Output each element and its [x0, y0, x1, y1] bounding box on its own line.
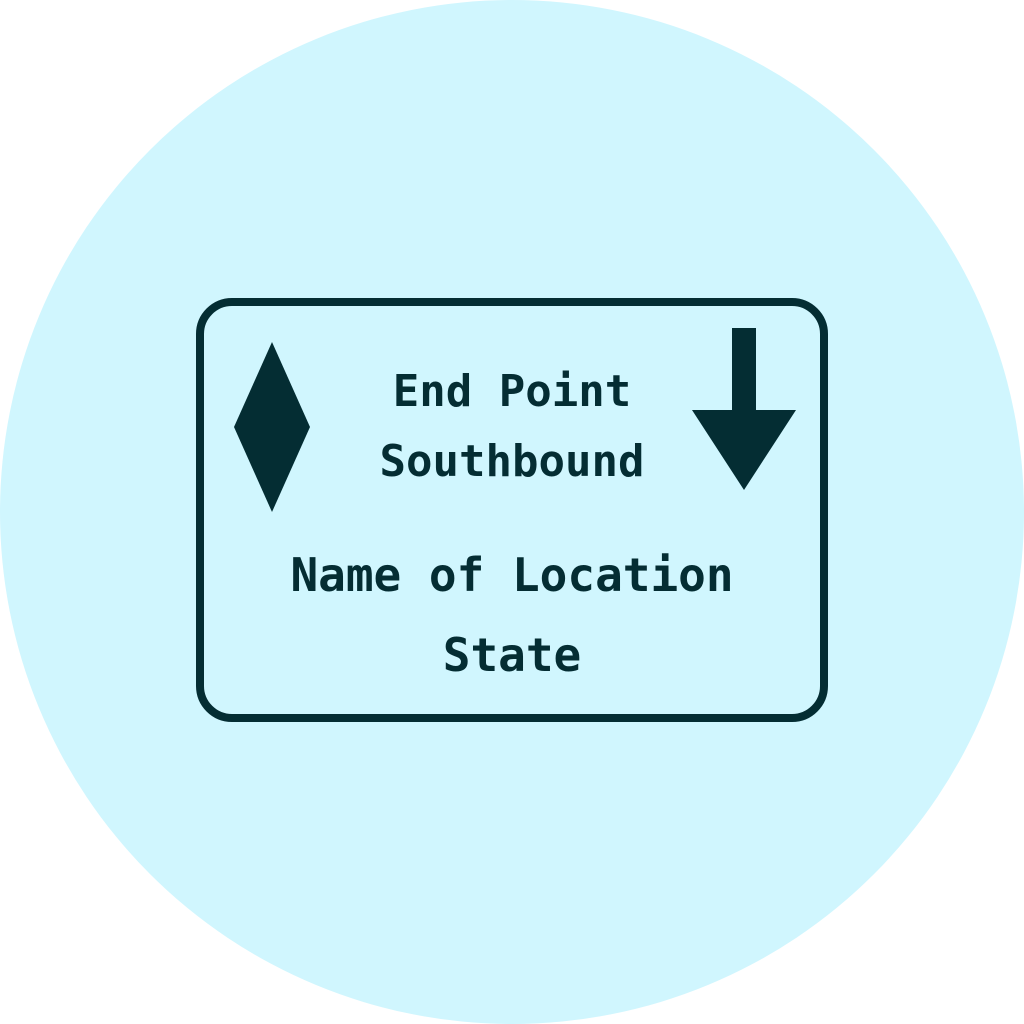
- arrow-down-icon: [692, 328, 796, 490]
- sign-title-line-1: End Point: [392, 366, 632, 417]
- location-name: Name of Location: [290, 548, 734, 602]
- sign-frame: [196, 298, 828, 722]
- state-label: State: [442, 628, 582, 682]
- diamond-icon: [234, 342, 310, 512]
- sign-title-line-2: Southbound: [379, 436, 645, 487]
